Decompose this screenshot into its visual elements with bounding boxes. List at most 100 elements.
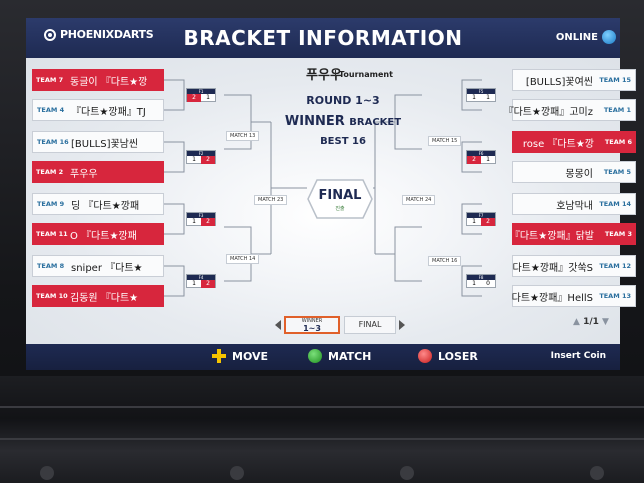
team-number: TEAM 1	[603, 106, 631, 114]
page-title: BRACKET INFORMATION	[183, 26, 463, 50]
match-16-label: MATCH 16	[428, 256, 462, 266]
tab-right-arrow[interactable]	[399, 320, 405, 330]
team-name: [BULLS]꽃여씬	[525, 76, 593, 88]
score-a: 1	[472, 280, 476, 287]
score-b: 2	[201, 280, 215, 288]
match-24-label: MATCH 24	[402, 195, 436, 205]
tab-winner[interactable]: WINNER 1~3	[284, 316, 340, 334]
team-name: 동글이 『다트★깡	[70, 76, 148, 88]
score-b: 1	[206, 94, 210, 101]
page-down-icon[interactable]: ▼	[602, 317, 609, 327]
score-id: F8	[467, 275, 495, 280]
team-slot-left[interactable]: TEAM 16[BULLS]꽃남씬	[32, 131, 164, 153]
team-slot-right[interactable]: TEAM 15[BULLS]꽃여씬	[512, 69, 636, 91]
score-b: 2	[201, 156, 215, 164]
tournament-tag: Tournament	[335, 70, 393, 79]
team-number: TEAM 6	[604, 138, 632, 146]
bracket-main: WINNER	[284, 114, 345, 129]
score-id: F5	[467, 89, 495, 94]
score-b: 0	[486, 280, 490, 287]
team-name: O 『다트★깡패	[70, 230, 137, 242]
team-name: 『다트★깡패』TJ	[71, 106, 146, 118]
round-label: ROUND 1~3	[306, 94, 380, 107]
team-number: TEAM 12	[599, 262, 631, 270]
score-id: F1	[187, 89, 215, 94]
team-name: 다트★깡패』갓쑥S	[512, 262, 593, 274]
cabinet-bottom	[0, 376, 644, 483]
bracket-lines	[164, 79, 482, 297]
team-slot-right[interactable]: TEAM 3『다트★깡패』닭발	[509, 223, 636, 245]
team-number: TEAM 2	[36, 168, 64, 176]
tab-winner-top: WINNER	[301, 318, 323, 324]
team-slot-right[interactable]: TEAM 12 다트★깡패』갓쑥S	[512, 255, 636, 277]
team-number: TEAM 14	[599, 200, 631, 208]
team-name: 『다트★깡패』닭발	[509, 230, 594, 242]
team-number: TEAM 10	[36, 292, 68, 300]
team-name: [BULLS]꽃남씬	[71, 138, 139, 150]
green-button-icon	[308, 349, 322, 363]
score-a: 2	[467, 156, 481, 164]
team-slot-left[interactable]: TEAM 4 『다트★깡패』TJ	[32, 99, 164, 121]
globe-icon	[602, 30, 616, 44]
match-15-label: MATCH 15	[428, 136, 462, 146]
online-status: ONLINE	[555, 32, 598, 43]
team-number: TEAM 8	[37, 262, 65, 270]
loser-hint: LOSER	[418, 349, 478, 363]
final-sub: 진출	[335, 206, 345, 212]
match-13-label: MATCH 13	[226, 131, 260, 141]
insert-coin: Insert Coin	[550, 351, 606, 361]
match-label: MATCH	[328, 349, 372, 363]
team-slot-right[interactable]: TEAM 5 몽몽이	[512, 161, 636, 183]
page-up-icon[interactable]: ▲	[573, 317, 580, 327]
brand-name: PHOENIXDARTS	[60, 28, 154, 41]
score-a: 1	[472, 218, 476, 225]
game-screen: PHOENIXDARTS BRACKET INFORMATION ONLINE	[26, 18, 636, 370]
tab-left-arrow[interactable]	[275, 320, 281, 330]
team-number: TEAM 4	[37, 106, 65, 114]
tournament-name: 푸우우	[306, 68, 342, 83]
page-number: 1/1	[583, 317, 599, 327]
team-number: TEAM 11	[36, 230, 68, 238]
footer-bar: MOVE MATCH LOSER Insert Coin	[26, 344, 620, 370]
team-number: TEAM 5	[603, 168, 631, 176]
team-number: TEAM 16	[37, 138, 69, 146]
team-name: 호남막내	[556, 200, 593, 212]
team-name: 김동원 『다트★	[70, 292, 139, 304]
red-button-icon	[418, 349, 432, 363]
team-slot-right[interactable]: TEAM 1『다트★깡패』고미z	[504, 99, 636, 121]
bracket-sub: BRACKET	[349, 117, 402, 128]
team-number: TEAM 9	[37, 200, 65, 208]
score-a: 2	[187, 94, 201, 102]
match-hint: MATCH	[308, 349, 371, 363]
team-name: 몽몽이	[565, 168, 593, 180]
score-b: 2	[201, 218, 215, 226]
team-slot-right[interactable]: TEAM 14 호남막내	[512, 193, 636, 215]
tab-final[interactable]: FINAL	[344, 316, 396, 334]
score-id: F3	[187, 213, 215, 218]
header-bar: PHOENIXDARTS BRACKET INFORMATION ONLINE	[26, 18, 620, 58]
score-id: F7	[467, 213, 495, 218]
match-23-label: MATCH 23	[254, 195, 288, 205]
